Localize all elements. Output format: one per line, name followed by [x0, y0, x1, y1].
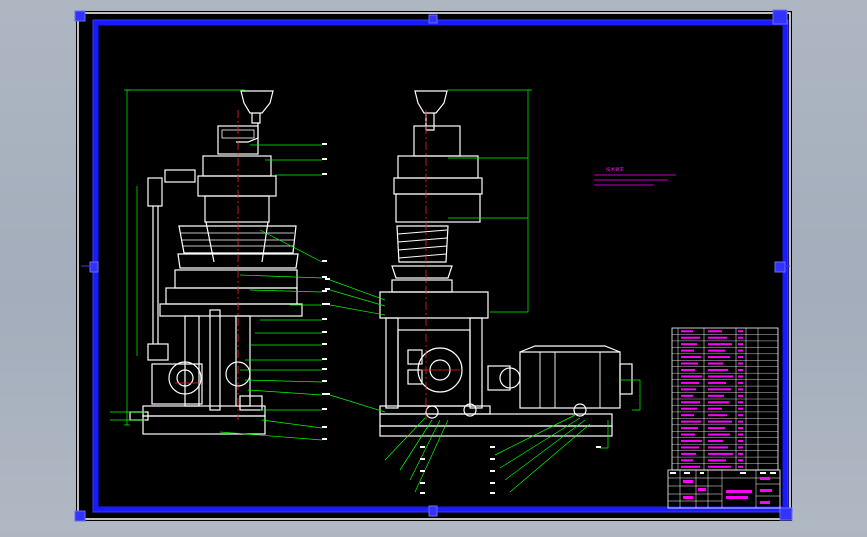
parts-row-name	[681, 427, 698, 430]
parts-row-code	[708, 414, 727, 417]
parts-row-code	[708, 336, 727, 339]
parts-row-qty	[738, 330, 743, 333]
parts-row-code	[708, 465, 731, 468]
tech-requirements-title: 技术要求	[606, 166, 624, 173]
parts-row-qty	[738, 336, 743, 339]
parts-row-name	[681, 349, 694, 352]
frame-grips[interactable]	[74, 9, 793, 522]
grip-left-mid	[89, 261, 99, 273]
parts-row-name	[681, 381, 699, 384]
parts-row-name	[681, 375, 702, 378]
grip-top-left	[74, 10, 86, 22]
parts-row-code	[708, 368, 728, 371]
parts-row-code	[708, 381, 726, 384]
parts-row-name	[681, 362, 698, 365]
parts-row-code	[708, 330, 722, 333]
parts-row-name	[681, 336, 700, 339]
parts-row-qty	[738, 362, 743, 365]
parts-row-qty	[738, 356, 743, 359]
grip-bottom-left	[74, 510, 86, 522]
parts-row-qty	[738, 439, 743, 442]
parts-row-qty	[738, 465, 743, 468]
parts-row-code	[708, 362, 723, 365]
parts-row-name	[681, 420, 701, 423]
parts-row-code	[708, 401, 729, 404]
feed-hopper-right	[414, 90, 448, 114]
parts-row-qty	[738, 414, 743, 417]
grip-bottom-mid	[428, 505, 438, 517]
parts-row-qty	[738, 368, 743, 371]
parts-row-qty	[738, 433, 743, 436]
grip-right-mid	[774, 261, 786, 273]
parts-row-qty	[738, 452, 743, 455]
parts-row-qty	[738, 420, 743, 423]
parts-row-code	[708, 420, 732, 423]
parts-row-code	[708, 394, 724, 397]
parts-row-qty	[738, 343, 743, 346]
left-dimensions	[110, 89, 323, 441]
grip-top-right	[772, 9, 788, 25]
parts-row-code	[708, 356, 730, 359]
parts-row-code	[708, 427, 725, 430]
parts-row-name	[681, 388, 696, 391]
parts-row-qty	[738, 407, 743, 410]
grip-top-mid	[428, 14, 438, 24]
left-balloons	[322, 143, 327, 440]
parts-row-code	[708, 459, 726, 462]
tech-requirements-lines	[594, 174, 676, 186]
parts-row-name	[681, 368, 695, 371]
parts-row-qty	[738, 349, 743, 352]
parts-row-code	[708, 452, 733, 455]
parts-row-name	[681, 465, 700, 468]
parts-row-name	[681, 459, 693, 462]
parts-row-name	[681, 356, 701, 359]
parts-row-code	[708, 343, 732, 346]
parts-row-name	[681, 446, 699, 449]
right-dimensions	[329, 89, 641, 493]
parts-row-qty	[738, 388, 743, 391]
parts-row-name	[681, 433, 695, 436]
parts-row-qty	[738, 381, 743, 384]
parts-row-qty	[738, 459, 743, 462]
parts-row-qty	[738, 446, 743, 449]
parts-row-code	[708, 349, 725, 352]
parts-row-name	[681, 452, 696, 455]
right-balloons	[325, 278, 601, 494]
parts-row-code	[708, 439, 723, 442]
parts-row-code	[708, 446, 728, 449]
parts-row-name	[681, 343, 697, 346]
parts-row-name	[681, 330, 693, 333]
parts-row-code	[708, 407, 722, 410]
parts-row-qty	[738, 401, 743, 404]
parts-row-qty	[738, 375, 743, 378]
grip-bottom-right	[779, 507, 793, 521]
parts-row-name	[681, 394, 693, 397]
parts-row-code	[708, 433, 730, 436]
title-block	[667, 469, 781, 509]
parts-row-qty	[738, 427, 743, 430]
parts-row-code	[708, 388, 731, 391]
parts-row-code	[708, 375, 733, 378]
parts-row-name	[681, 414, 694, 417]
parts-row-qty	[738, 394, 743, 397]
feed-hopper-left	[240, 90, 274, 114]
parts-list	[671, 327, 779, 471]
parts-row-name	[681, 407, 697, 410]
parts-row-name	[681, 401, 700, 404]
parts-row-name	[681, 439, 702, 442]
